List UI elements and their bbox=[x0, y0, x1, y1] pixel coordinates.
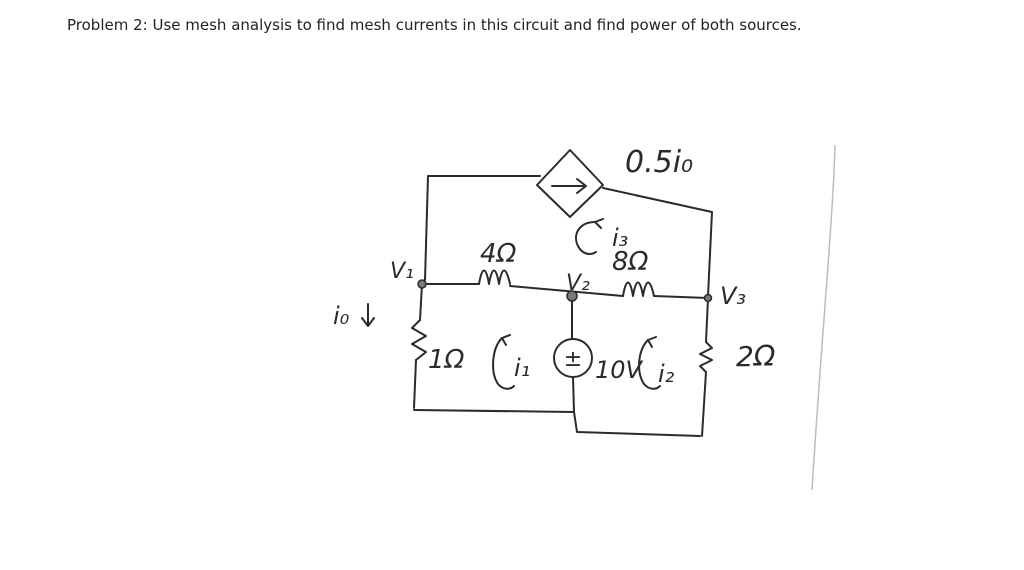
scan-edge-line bbox=[811, 144, 836, 491]
middle-wire-center bbox=[509, 285, 624, 297]
top-wire-left bbox=[424, 175, 541, 281]
center-wire-lower bbox=[572, 376, 575, 413]
resistor-1-ohm-label: 1Ω bbox=[428, 345, 465, 375]
problem-label: Problem 2: bbox=[67, 16, 148, 34]
mesh-arrow-i2 bbox=[638, 339, 661, 390]
left-wire-upper bbox=[419, 283, 423, 321]
resistor-8-ohm bbox=[622, 281, 655, 297]
node-v1-label: V₁ bbox=[390, 259, 414, 284]
resistor-4-ohm-label: 4Ω bbox=[480, 239, 517, 269]
mesh-arrow-i3-head bbox=[594, 218, 604, 229]
node-v3-label: V₃ bbox=[720, 282, 746, 310]
resistor-4-ohm bbox=[478, 269, 511, 285]
resistor-2-ohm bbox=[699, 341, 713, 373]
resistor-1-ohm bbox=[411, 319, 427, 361]
mesh-arrow-i1-head bbox=[501, 334, 511, 346]
node-v3-dot bbox=[703, 293, 713, 303]
mesh-arrow-i3 bbox=[575, 221, 597, 255]
resistor-8-ohm-label: 8Ω bbox=[612, 247, 649, 277]
dependent-current-source bbox=[536, 149, 604, 218]
mesh-current-i3-label: i₃ bbox=[612, 224, 628, 252]
voltage-source-label: 10V bbox=[595, 356, 644, 384]
right-wire-lower bbox=[701, 371, 707, 437]
node-v2-label: V₂ bbox=[566, 271, 590, 296]
branch-current-io-label: i₀ bbox=[333, 302, 350, 330]
left-wire-lower bbox=[413, 359, 417, 409]
io-arrow bbox=[361, 303, 375, 327]
node-v1-dot bbox=[417, 279, 427, 289]
right-wire-upper bbox=[705, 297, 709, 343]
mesh-arrow-i1 bbox=[492, 337, 515, 390]
mesh-current-i1-label: i₁ bbox=[514, 354, 530, 382]
middle-wire-right bbox=[653, 295, 709, 299]
problem-statement: Problem 2: Use mesh analysis to find mes… bbox=[67, 16, 802, 34]
mesh-current-i2-label: i₂ bbox=[658, 360, 675, 388]
node-v2-dot bbox=[566, 290, 578, 302]
problem-text: Use mesh analysis to find mesh currents … bbox=[152, 16, 802, 34]
resistor-2-ohm-label: 2Ω bbox=[736, 340, 776, 373]
dependent-source-label: 0.5i₀ bbox=[625, 145, 693, 180]
mesh-arrow-i2-head bbox=[647, 336, 657, 348]
voltage-source-polarity: ± bbox=[564, 347, 582, 372]
bottom-wire-right bbox=[573, 411, 701, 437]
voltage-source: ± bbox=[553, 338, 593, 378]
top-wire-right bbox=[602, 187, 713, 297]
bottom-wire-left bbox=[413, 409, 575, 413]
